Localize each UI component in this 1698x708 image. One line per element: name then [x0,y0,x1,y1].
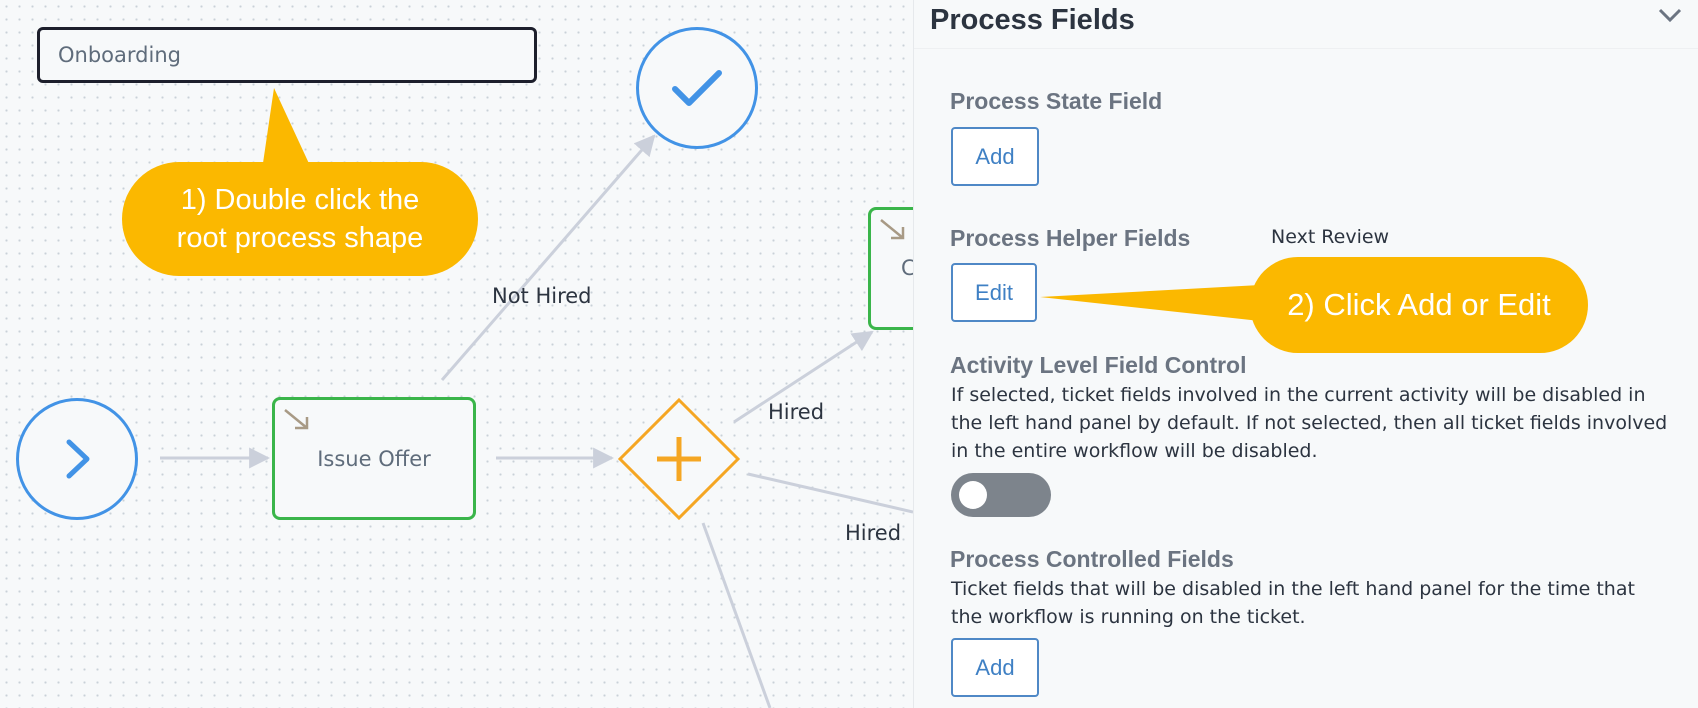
process-controlled-add-button[interactable]: Add [951,638,1039,697]
chevron-right-icon [66,439,90,479]
edge-label-hired-top: Hired [768,400,825,424]
callout-2-text: 2) Click Add or Edit [1287,287,1551,322]
workflow-edges [160,134,913,708]
activity-partial-label: C [901,256,913,280]
process-controlled-fields-description: Ticket fields that will be disabled in t… [951,578,1635,628]
activity-issue-offer[interactable]: Issue Offer [272,397,476,520]
activity-partial[interactable]: C [868,207,913,330]
process-state-field-title: Process State Field [950,88,1163,114]
callout-1-tail [262,88,312,170]
edge-hired-top[interactable] [733,330,874,424]
root-process-label: Onboarding [58,43,181,67]
check-icon [672,70,722,106]
root-process-shape[interactable]: Onboarding [37,27,537,83]
panel-header: Process Fields [914,0,1698,49]
process-controlled-fields-title: Process Controlled Fields [950,546,1234,572]
activity-level-description: If selected, ticket fields involved in t… [951,384,1668,462]
end-event[interactable] [636,27,758,149]
parallel-gateway[interactable] [617,397,741,521]
callout-2-tail [1040,285,1260,321]
callout-double-click: 1) Double click the root process shape [122,162,478,276]
edge-hired-bottom[interactable] [747,472,913,514]
edge-down[interactable] [701,522,772,708]
process-state-add-button[interactable]: Add [951,127,1039,186]
edge-label-hired-bottom: Hired [845,521,902,545]
callout-1-line-1: 1) Double click the [180,184,420,216]
start-event[interactable] [16,398,138,520]
activity-level-toggle[interactable] [951,473,1051,517]
callout-1-line-2: root process shape [176,222,424,254]
edge-label-not-hired: Not Hired [492,284,592,308]
panel-title: Process Fields [930,4,1135,36]
workflow-canvas[interactable]: Onboarding Issue Offer C Not Hired Hir [0,0,913,708]
process-fields-panel: Process Fields Process State Field Add P… [913,0,1698,708]
chevron-down-icon[interactable] [1656,6,1684,26]
plus-icon [657,437,701,481]
activity-label: Issue Offer [317,446,431,471]
arrow-down-right-icon [284,409,309,430]
activity-level-field-control-title: Activity Level Field Control [950,352,1247,378]
next-review-text: Next Review [1271,226,1390,248]
process-helper-edit-button[interactable]: Edit [951,263,1037,322]
toggle-knob [959,481,987,509]
callout-click-add-or-edit: 2) Click Add or Edit [1250,257,1588,353]
arrow-down-right-icon [880,219,905,240]
edge-not-hired[interactable] [440,134,656,381]
process-helper-fields-title: Process Helper Fields [950,225,1191,251]
